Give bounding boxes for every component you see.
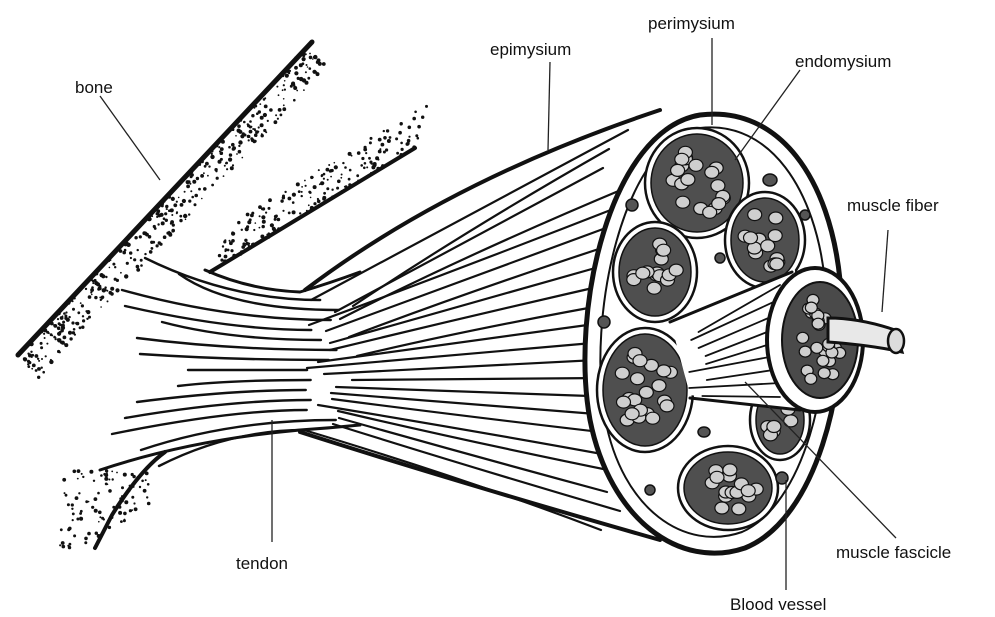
label-muscle-fiber: muscle fiber	[847, 196, 939, 215]
label-blood-vessel: Blood vessel	[730, 595, 826, 614]
label-endomysium: endomysium	[795, 52, 891, 71]
label-tendon: tendon	[236, 554, 288, 573]
label-muscle-fascicle: muscle fascicle	[836, 543, 951, 562]
label-bone: bone	[75, 78, 113, 97]
label-epimysium: epimysium	[490, 40, 571, 59]
label-perimysium: perimysium	[648, 14, 735, 33]
